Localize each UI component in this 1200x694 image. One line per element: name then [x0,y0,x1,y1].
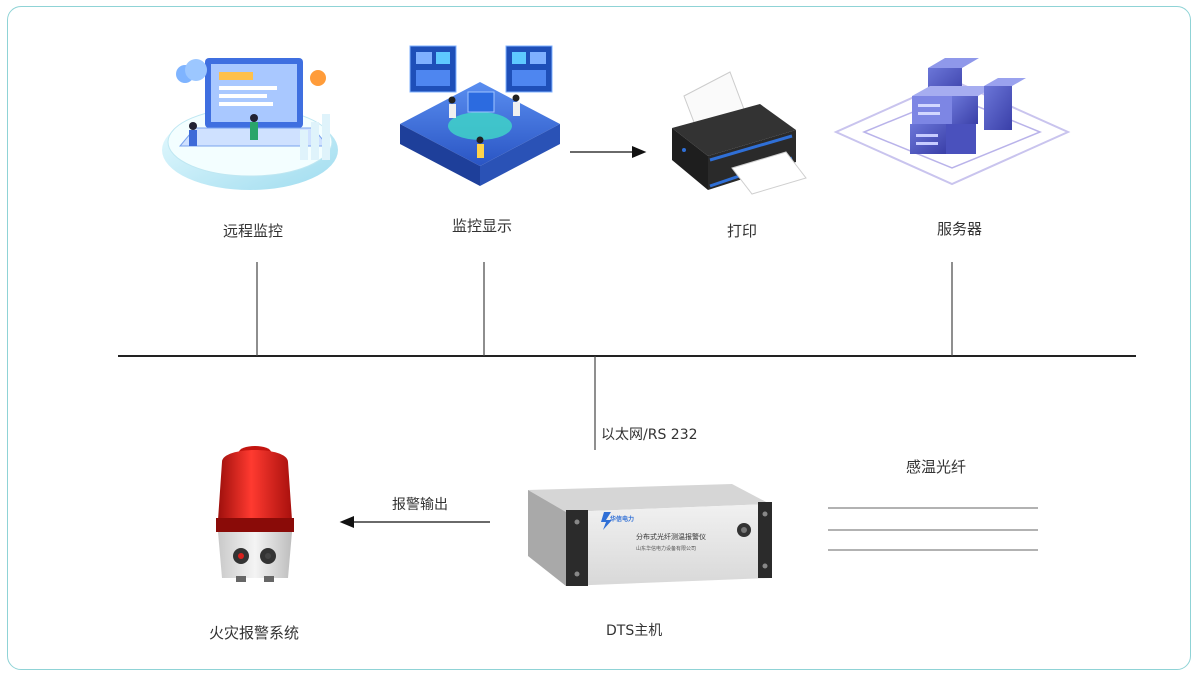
dts-host-label: DTS主机 [606,623,663,639]
fiber-label: 感温光纤 [906,458,967,476]
alarm-output-label: 报警输出 [392,497,448,513]
monitor-display-label: 监控显示 [452,217,513,235]
diagram-frame [7,6,1191,670]
fire-alarm-label: 火灾报警系统 [209,624,300,642]
monitor-display-illustration [400,45,560,186]
remote-monitor-label: 远程监控 [223,222,284,240]
dts-host-illustration [528,484,772,586]
dts-panel-line1: 分布式光纤测温报警仪 [636,533,706,541]
dts-logo-text: 华信电力 [610,516,635,523]
alarm-light-illustration [216,446,294,582]
remote-monitor-illustration [162,58,338,190]
dts-panel-line2: 山东华信电力设备有限公司 [636,546,697,552]
server-illustration [833,58,1071,186]
print-label: 打印 [727,222,758,240]
printer-illustration [672,71,807,195]
ethernet-connection-label: 以太网/RS 232 [601,427,698,443]
server-label: 服务器 [937,220,983,238]
